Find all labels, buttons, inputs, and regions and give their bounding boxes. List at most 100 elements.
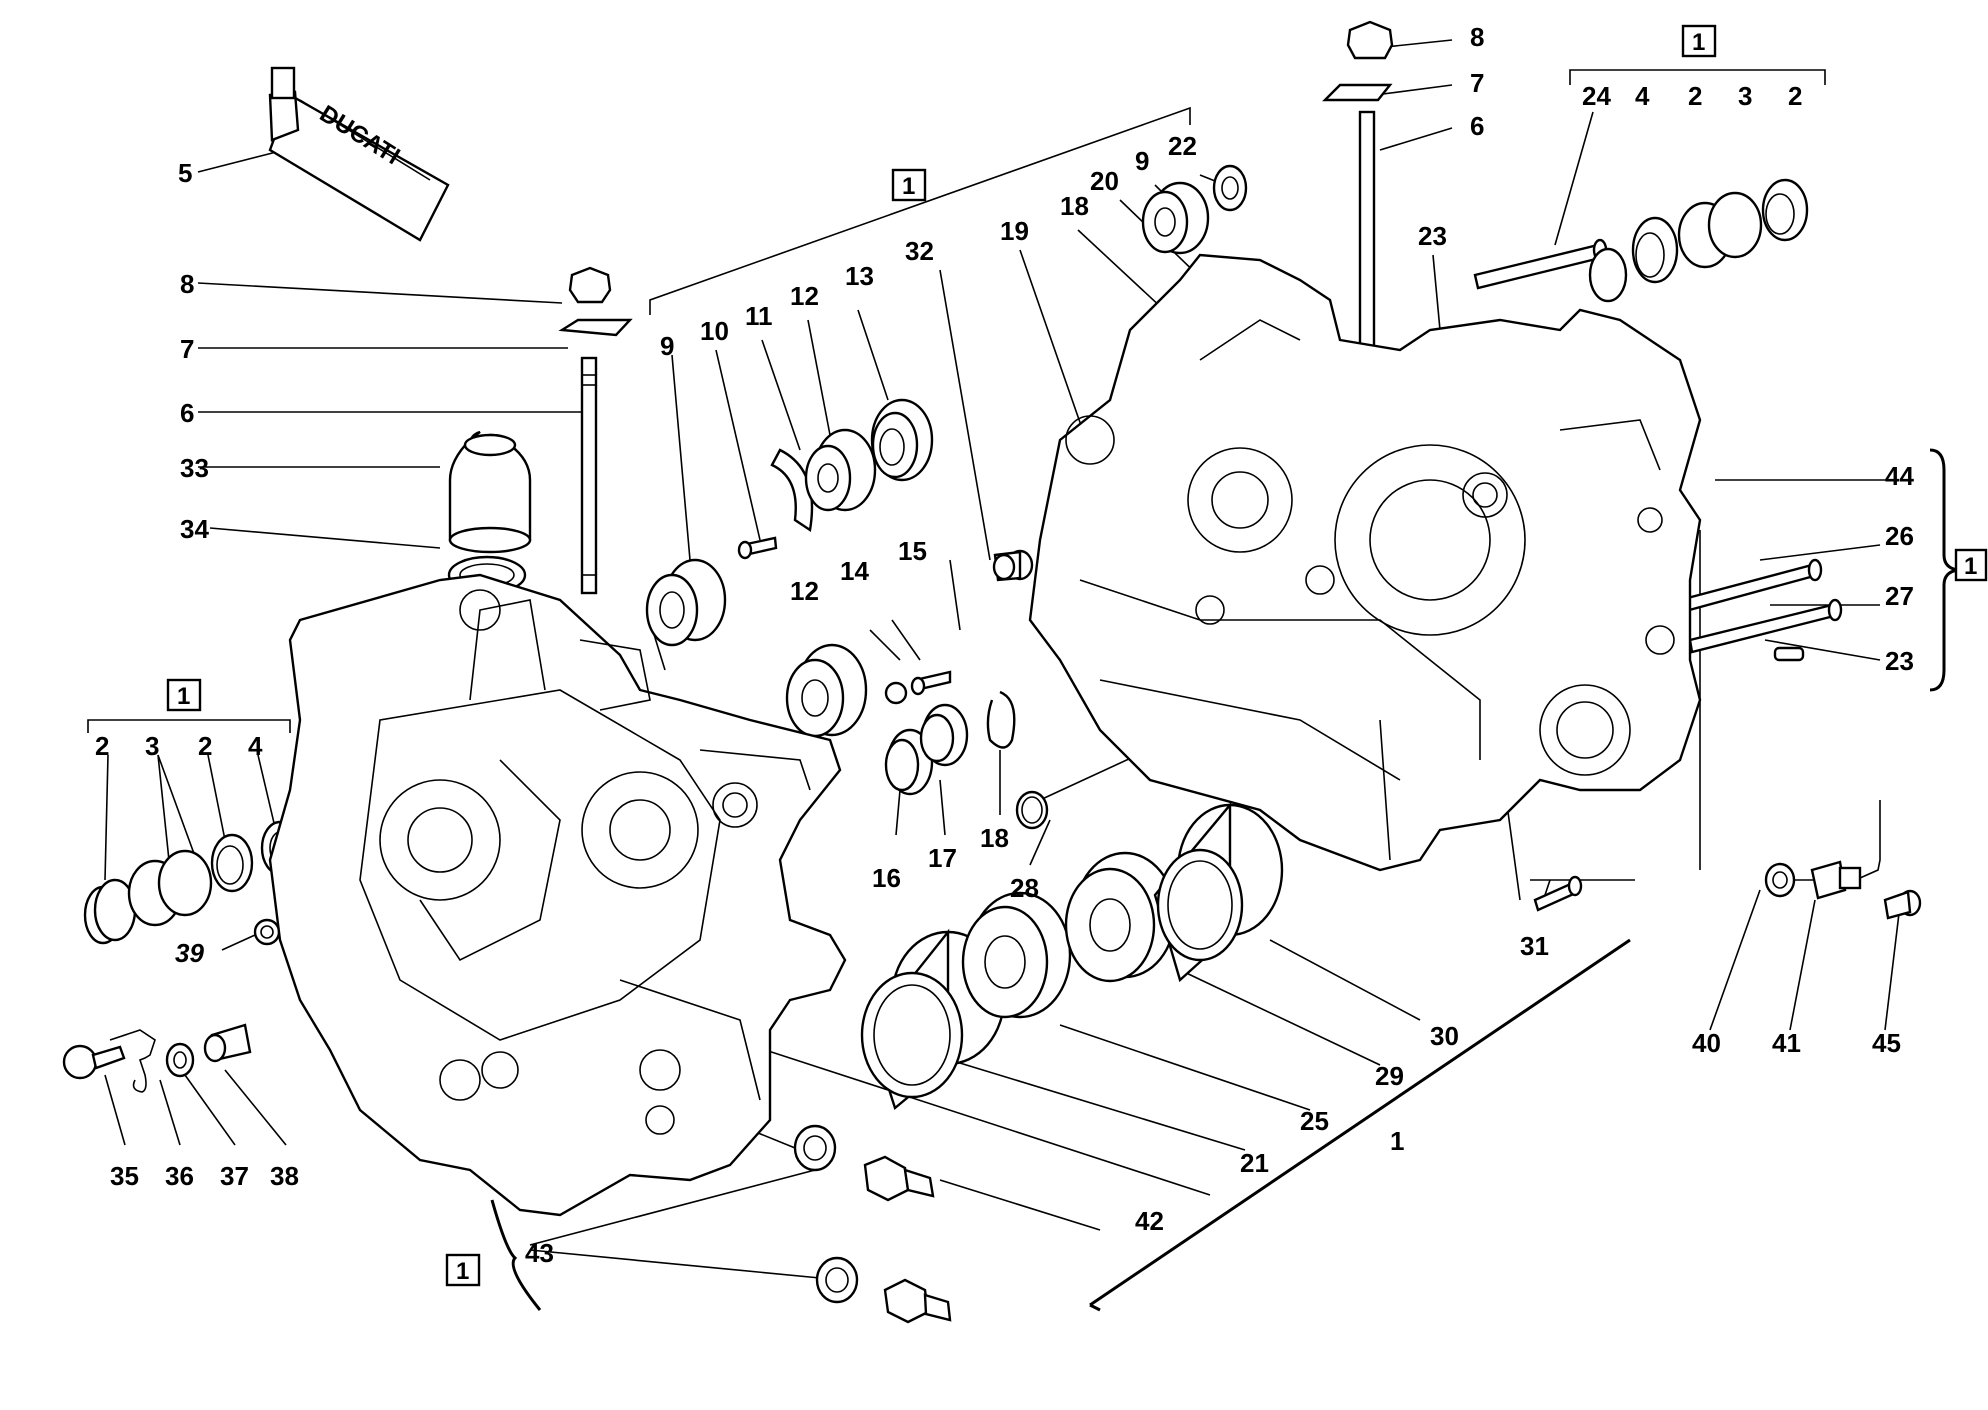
- kit-box-top-right: 1: [1681, 24, 1717, 58]
- circlip-4-top: [1588, 247, 1628, 303]
- callout-12: 12: [790, 281, 819, 311]
- screw-10: [737, 536, 778, 560]
- callout-10: 10: [700, 316, 729, 346]
- parts: DUCATI: [62, 20, 1922, 1324]
- snap-ring-18: [986, 690, 1016, 749]
- callout-35: 35: [110, 1161, 139, 1191]
- callout-9-top: 9: [1135, 146, 1149, 176]
- damper-bush: [447, 430, 532, 595]
- callout-8: 8: [180, 269, 194, 299]
- callout-26: 26: [1885, 521, 1914, 551]
- callout-3-top: 3: [1738, 81, 1752, 111]
- callout-42: 42: [1135, 1206, 1164, 1236]
- callout-8-top: 8: [1470, 22, 1484, 52]
- kit-boxes: 1 1 1 1 1: [166, 24, 1988, 1287]
- half-ring-11: [770, 448, 814, 533]
- crankcase-left-half: [268, 573, 847, 1217]
- callout-41: 41: [1772, 1028, 1801, 1058]
- callout-43: 43: [525, 1238, 554, 1268]
- callout-38: 38: [270, 1161, 299, 1191]
- bush-32: [992, 549, 1034, 582]
- bearing-left: [645, 558, 727, 647]
- callout-2-top-b: 2: [1788, 81, 1802, 111]
- callout-44: 44: [1885, 461, 1914, 491]
- bearing-12-top: [804, 428, 877, 512]
- callout-33: 33: [180, 453, 209, 483]
- callout-28: 28: [1010, 873, 1039, 903]
- kit-box-bottom-left: 1: [445, 1253, 481, 1287]
- callout-30: 30: [1430, 1021, 1459, 1051]
- sensor-41: [1810, 800, 1881, 900]
- callout-7-top: 7: [1470, 68, 1484, 98]
- callout-13: 13: [845, 261, 874, 291]
- ring-28: [1015, 790, 1049, 830]
- callout-36: 36: [165, 1161, 194, 1191]
- svg-text:1: 1: [177, 683, 190, 710]
- callout-31: 31: [1520, 931, 1549, 961]
- bearing-9-top: [1141, 181, 1210, 255]
- callout-11: 11: [745, 301, 773, 331]
- bolt-31: [1533, 875, 1583, 912]
- washer-22: [1212, 164, 1248, 212]
- callout-45: 45: [1872, 1028, 1901, 1058]
- callout-15: 15: [898, 536, 927, 566]
- crankcase-right-half: [1028, 253, 1702, 872]
- bolt-27: [1688, 598, 1843, 654]
- callout-9: 9: [660, 331, 674, 361]
- callout-21: 21: [1240, 1148, 1269, 1178]
- bolt-24: [1473, 238, 1608, 290]
- washer-43a: [793, 1124, 837, 1172]
- washer-40: [1764, 862, 1796, 898]
- screw-35: [62, 1044, 126, 1080]
- callout-20: 20: [1090, 166, 1119, 196]
- bolt-26: [1678, 558, 1823, 614]
- callout-25: 25: [1300, 1106, 1329, 1136]
- callout-6: 6: [180, 398, 194, 428]
- bearing-group-top: [1631, 178, 1809, 284]
- bearing-25: [961, 891, 1072, 1019]
- bush-38: [203, 1023, 252, 1063]
- bearing-17: [919, 703, 969, 767]
- bush-30: [1153, 801, 1284, 983]
- callout-27: 27: [1885, 581, 1914, 611]
- svg-text:1: 1: [1692, 29, 1705, 56]
- washer-14: [884, 681, 908, 705]
- callout-29: 29: [1375, 1061, 1404, 1091]
- kit-box-right: 1: [1954, 548, 1988, 582]
- callout-2-left-a: 2: [95, 731, 109, 761]
- callout-23-top: 23: [1418, 221, 1447, 251]
- clip-36: [109, 1029, 156, 1093]
- callout-5: 5: [178, 158, 192, 188]
- callout-18: 18: [1060, 191, 1089, 221]
- callout-40: 40: [1692, 1028, 1721, 1058]
- callout-34: 34: [180, 514, 209, 544]
- callout-18-lower: 18: [980, 823, 1009, 853]
- kit-box-left: 1: [166, 678, 202, 712]
- screw-15: [910, 670, 952, 696]
- callout-12-lower: 12: [790, 576, 819, 606]
- washer-39: [253, 918, 281, 946]
- callout-6-top: 6: [1470, 111, 1484, 141]
- pin-23-right: [1773, 646, 1805, 662]
- seal-13: [870, 398, 934, 482]
- callout-4-top: 4: [1635, 81, 1650, 111]
- callout-16: 16: [872, 863, 901, 893]
- callout-2-top-a: 2: [1688, 81, 1702, 111]
- svg-text:1: 1: [456, 1258, 469, 1285]
- callout-22: 22: [1168, 131, 1197, 161]
- stud-left: [558, 266, 633, 595]
- stud-right: [1322, 20, 1394, 359]
- callout-24: 24: [1582, 81, 1611, 111]
- callout-4-left: 4: [248, 731, 263, 761]
- washer-43b: [815, 1256, 859, 1304]
- callout-23-right: 23: [1885, 646, 1914, 676]
- bearing-12-lower: [785, 643, 868, 738]
- callout-17: 17: [928, 843, 957, 873]
- svg-text:1: 1: [1964, 553, 1977, 580]
- screw-45: [1883, 889, 1922, 920]
- callout-14: 14: [840, 556, 869, 586]
- plug-42b: [883, 1278, 952, 1324]
- callout-labels: 5 8 7 6 33 34 9 10 11 12 13 32 19 18 20 …: [95, 22, 1914, 1268]
- callout-7: 7: [180, 334, 194, 364]
